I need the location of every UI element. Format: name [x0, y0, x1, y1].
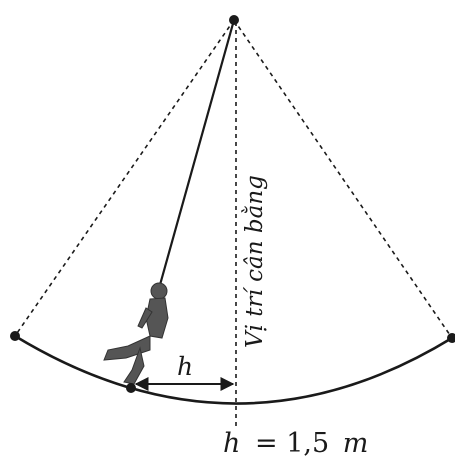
pivot-point	[229, 15, 239, 25]
h-arrow-label: h	[177, 352, 193, 381]
height-caption: h = 1,5 m	[223, 428, 368, 459]
swing-seat-point	[126, 383, 136, 393]
caption-unit: m	[343, 428, 369, 459]
swing-arc	[14, 334, 453, 405]
equilibrium-position-label: Vị trí cân bằng	[242, 175, 268, 348]
swing-rope	[156, 19, 236, 293]
person-on-swing-figure	[103, 282, 169, 385]
right-extreme-point	[447, 333, 455, 343]
left-extreme-point	[10, 331, 20, 341]
caption-value: 1,5	[286, 428, 329, 459]
caption-equals: =	[255, 428, 278, 459]
left-boundary-dashed-line	[14, 19, 235, 337]
right-boundary-dashed-line	[233, 19, 453, 339]
caption-variable: h	[223, 428, 240, 459]
